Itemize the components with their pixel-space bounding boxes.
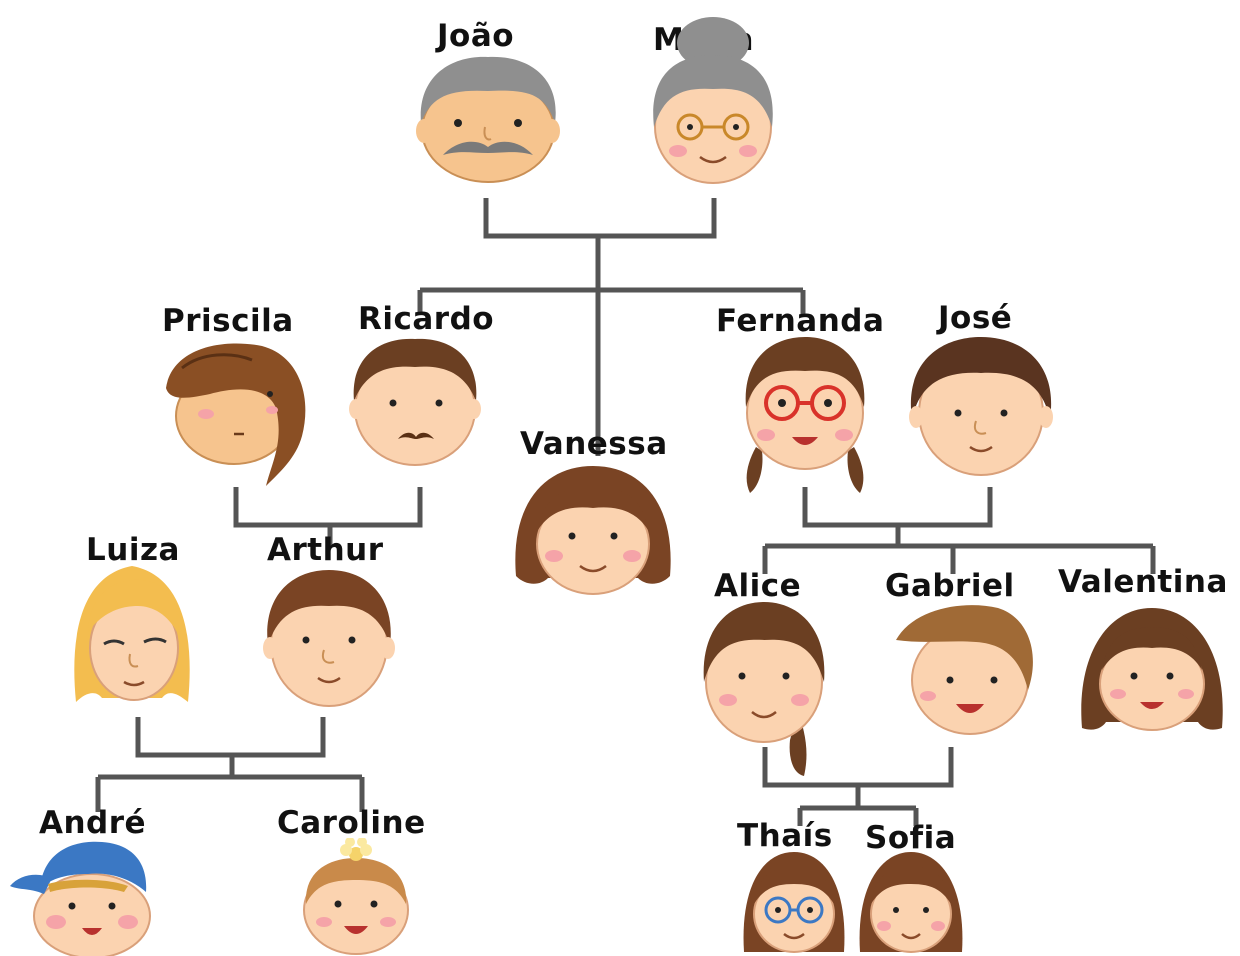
name-thais: Thaís <box>737 818 833 854</box>
name-ricardo: Ricardo <box>358 301 495 337</box>
name-andre: André <box>39 805 147 841</box>
name-alice: Alice <box>714 568 802 604</box>
name-jose: José <box>938 300 1013 336</box>
girl-face-icon <box>703 602 825 776</box>
baby-girl-face-icon <box>303 838 409 955</box>
name-sofia: Sofia <box>865 820 957 856</box>
name-gabriel: Gabriel <box>885 568 1015 604</box>
man-mustache-face-icon <box>349 338 481 466</box>
woman-face-icon <box>166 343 306 486</box>
boy-face-icon <box>896 605 1033 735</box>
name-priscila: Priscila <box>162 303 294 339</box>
name-vanessa: Vanessa <box>520 426 668 462</box>
girl-face-icon <box>1081 608 1223 731</box>
grandfather-face-icon <box>416 56 560 183</box>
girl-glasses-face-icon <box>743 852 845 953</box>
man-face-icon <box>909 337 1053 476</box>
woman-face-icon <box>515 466 671 595</box>
name-valentina: Valentina <box>1058 564 1228 600</box>
name-luiza: Luiza <box>86 532 180 568</box>
grandmother-face-icon <box>653 17 773 184</box>
name-arthur: Arthur <box>267 532 384 568</box>
name-caroline: Caroline <box>277 805 426 841</box>
blond-woman-face-icon <box>74 566 190 702</box>
name-fernanda: Fernanda <box>716 303 885 339</box>
woman-glasses-face-icon <box>745 337 865 493</box>
man-face-icon <box>263 570 395 707</box>
boy-cap-face-icon <box>10 841 151 956</box>
name-joao: João <box>437 18 515 54</box>
girl-face-icon <box>859 852 963 953</box>
